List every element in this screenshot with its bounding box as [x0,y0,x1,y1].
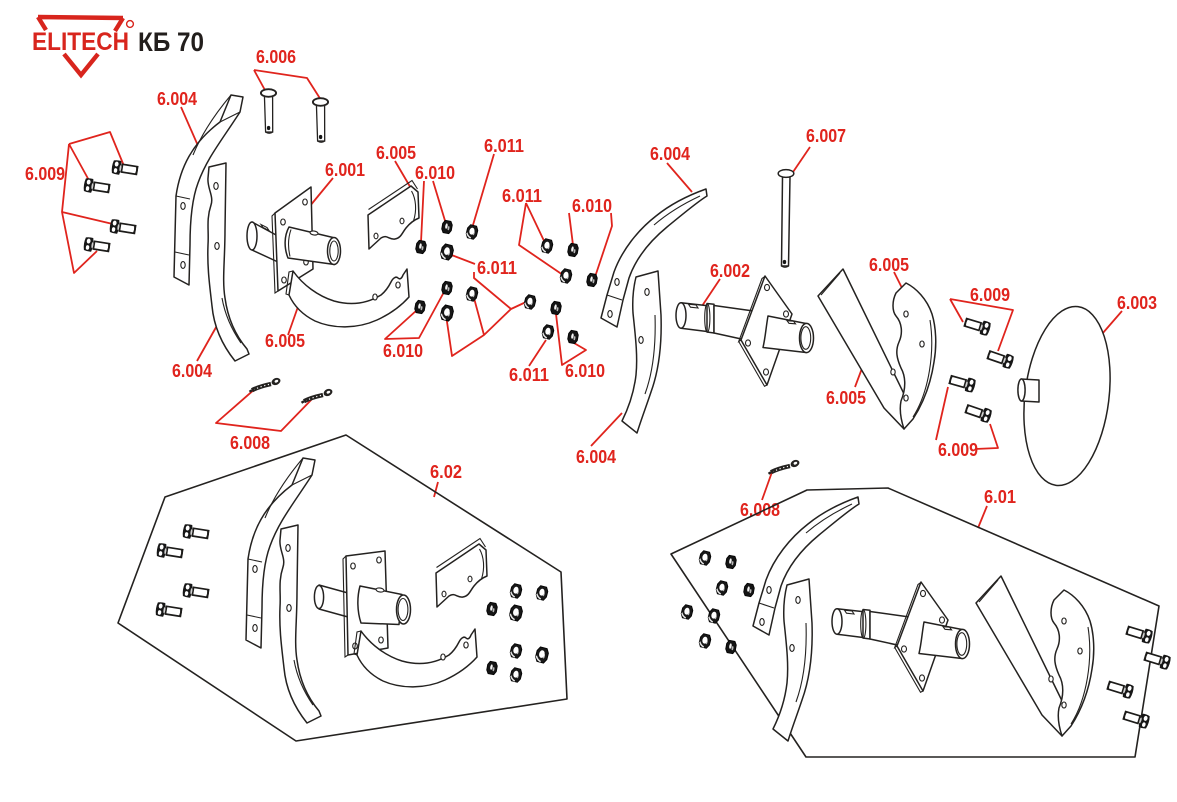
svg-text:6.001: 6.001 [325,159,365,180]
svg-text:6.010: 6.010 [415,162,455,183]
svg-text:6.010: 6.010 [565,360,605,381]
svg-text:6.011: 6.011 [484,135,524,156]
svg-text:КБ 70: КБ 70 [138,27,204,57]
svg-text:6.004: 6.004 [576,446,617,467]
svg-text:6.002: 6.002 [710,260,750,281]
svg-text:6.003: 6.003 [1117,292,1157,313]
svg-text:6.010: 6.010 [572,195,612,216]
svg-text:6.008: 6.008 [230,432,270,453]
svg-text:6.009: 6.009 [938,439,978,460]
svg-text:6.010: 6.010 [383,340,423,361]
svg-text:6.004: 6.004 [157,88,198,109]
svg-text:6.005: 6.005 [265,330,305,351]
svg-text:6.005: 6.005 [376,142,416,163]
svg-text:6.011: 6.011 [502,185,542,206]
svg-text:6.004: 6.004 [650,143,691,164]
svg-text:6.011: 6.011 [509,364,549,385]
svg-text:6.004: 6.004 [172,360,213,381]
svg-text:6.011: 6.011 [477,257,517,278]
svg-text:6.005: 6.005 [826,387,866,408]
svg-text:6.009: 6.009 [25,163,65,184]
svg-text:ELITECH: ELITECH [32,28,129,56]
svg-text:6.02: 6.02 [430,461,462,482]
svg-text:6.006: 6.006 [256,46,296,67]
svg-text:6.007: 6.007 [806,125,846,146]
svg-text:6.009: 6.009 [970,284,1010,305]
svg-text:6.01: 6.01 [984,486,1016,507]
svg-text:6.005: 6.005 [869,254,909,275]
svg-text:6.008: 6.008 [740,499,780,520]
